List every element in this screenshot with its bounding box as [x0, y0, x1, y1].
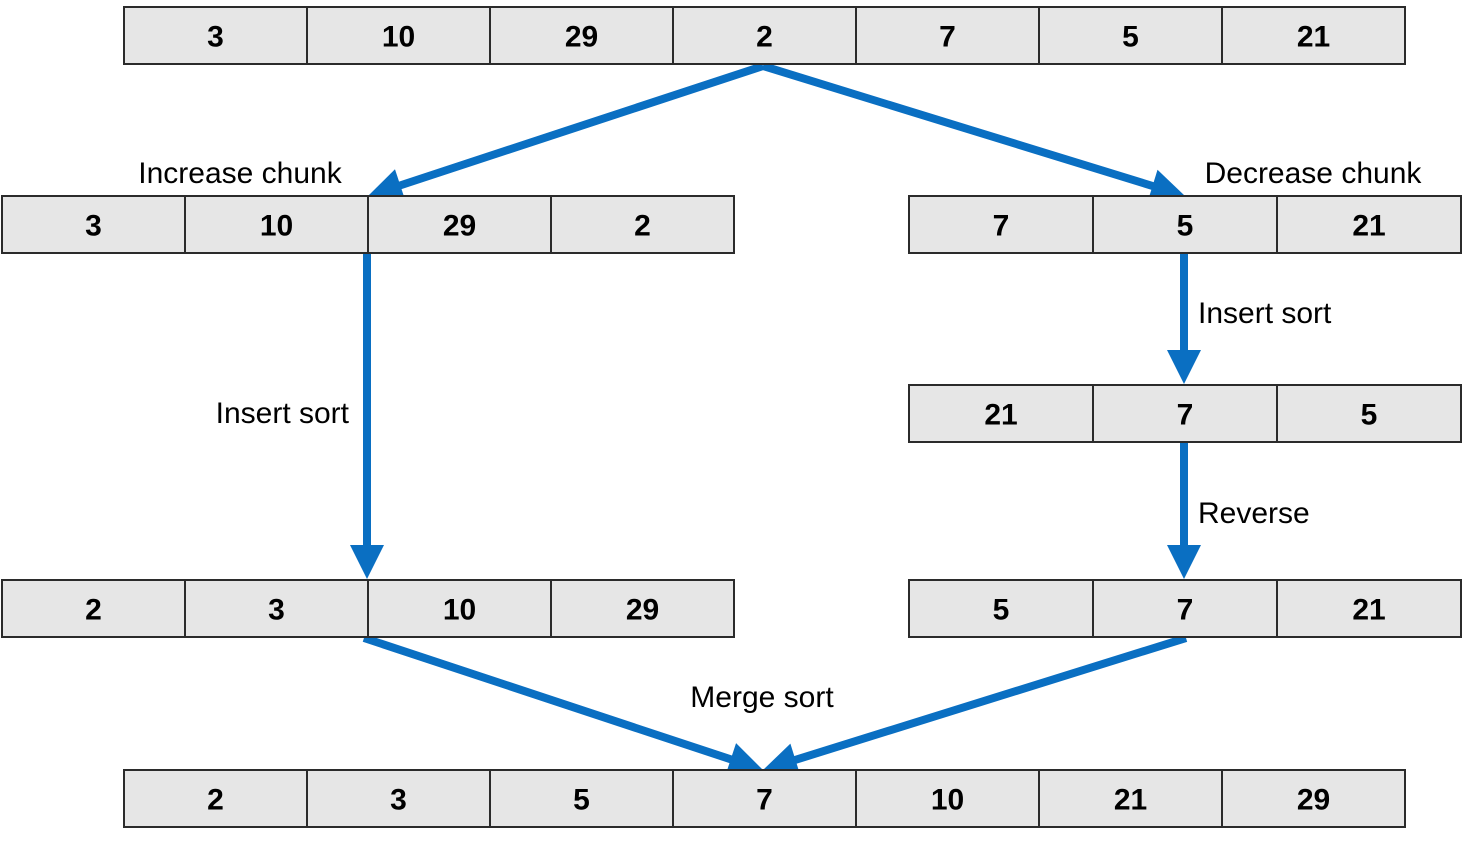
label-insert-sort-left: Insert sort	[216, 397, 350, 430]
array-cell	[1221, 6, 1406, 65]
array-cell	[1038, 769, 1223, 828]
array-cell-value: 3	[207, 21, 224, 54]
array-cell	[908, 195, 1094, 254]
array-cell-value: 7	[756, 784, 773, 817]
arrow-input-to-decrease	[761, 62, 1156, 191]
arrow-merge-right-head	[763, 743, 801, 777]
increase-sorted-array: 2 3 10 29	[1, 579, 735, 638]
array-cell-value: 5	[1361, 399, 1378, 432]
arrow-reverse-head	[1167, 545, 1201, 579]
array-cell-value: 3	[390, 784, 407, 817]
array-cell-value: 2	[207, 784, 224, 817]
array-cell-value: 29	[1297, 784, 1330, 817]
array-cell-value: 21	[1114, 784, 1147, 817]
array-cell	[550, 195, 735, 254]
label-reverse: Reverse	[1198, 497, 1310, 530]
decrease-reversed-array: 5 7 21	[908, 579, 1462, 638]
array-cell-value: 10	[931, 784, 964, 817]
array-cell-value: 21	[1297, 21, 1330, 54]
decrease-sorted-array: 21 7 5	[908, 384, 1462, 443]
array-cell-value: 7	[939, 21, 956, 54]
array-cell	[550, 579, 735, 638]
array-cell	[1092, 384, 1278, 443]
array-cell	[1092, 195, 1278, 254]
arrow-merge-left-head	[725, 743, 763, 776]
array-cell-value: 3	[268, 594, 285, 627]
increase-chunk-array: 3 10 29 2	[1, 195, 735, 254]
array-cell	[1221, 769, 1406, 828]
array-cell	[184, 579, 369, 638]
array-cell	[123, 6, 308, 65]
array-cell	[855, 769, 1040, 828]
arrow-input-to-decrease-head	[1147, 169, 1185, 203]
arrow-input-to-increase	[397, 62, 765, 190]
array-cell-value: 2	[756, 21, 773, 54]
array-cell	[489, 6, 674, 65]
array-cell-value: 29	[565, 21, 598, 54]
labels: Increase chunk Decrease chunk Insert sor…	[138, 157, 1422, 714]
arrow-input-to-increase-head	[368, 169, 406, 202]
label-merge-sort: Merge sort	[690, 681, 834, 714]
array-cell	[672, 6, 857, 65]
array-cell-value: 5	[1122, 21, 1139, 54]
output-array: 2 3 5 7 10 21 29	[123, 769, 1406, 828]
array-cell-value: 7	[1177, 399, 1194, 432]
array-cell-value: 10	[260, 210, 293, 243]
array-cell	[1276, 195, 1462, 254]
label-decrease-chunk: Decrease chunk	[1205, 157, 1423, 190]
input-array: 3 10 29 2 7 5 21	[123, 6, 1406, 65]
array-cell	[1092, 579, 1278, 638]
arrow-insert-sort-right-head	[1167, 350, 1201, 384]
array-cell-value: 3	[85, 210, 102, 243]
array-cell-value: 29	[443, 210, 476, 243]
array-cell	[123, 769, 308, 828]
array-cell-value: 10	[443, 594, 476, 627]
array-cell-value: 5	[1177, 210, 1194, 243]
array-cell-value: 7	[993, 210, 1010, 243]
array-cell-value: 21	[984, 399, 1017, 432]
arrow-merge-left	[362, 634, 734, 764]
array-cell-value: 5	[993, 594, 1010, 627]
decrease-chunk-array: 7 5 21	[908, 195, 1462, 254]
array-cell	[908, 579, 1094, 638]
array-cell	[489, 769, 674, 828]
array-cell-value: 21	[1352, 594, 1385, 627]
array-cell-value: 2	[634, 210, 651, 243]
arrows	[350, 62, 1201, 777]
array-cell	[184, 195, 369, 254]
array-cell	[367, 195, 552, 254]
array-cell	[1, 579, 186, 638]
array-cell	[1276, 579, 1462, 638]
arrow-merge-right	[792, 634, 1188, 765]
array-cell	[1276, 384, 1462, 443]
array-cell-value: 2	[85, 594, 102, 627]
array-cell	[672, 769, 857, 828]
array-cell-value: 7	[1177, 594, 1194, 627]
arrow-insert-sort-left-head	[350, 545, 384, 579]
array-cell-value: 21	[1352, 210, 1385, 243]
arrays: 3 10 29 2 7 5 21 3 10 29 2 7 5 21 21 7 5 2 3 10 29 5 7 21 2 3 5 7 10…	[1, 6, 1462, 828]
array-cell	[855, 6, 1040, 65]
array-cell-value: 10	[382, 21, 415, 54]
array-cell-value: 29	[626, 594, 659, 627]
label-insert-sort-right: Insert sort	[1198, 297, 1332, 330]
label-increase-chunk: Increase chunk	[138, 157, 342, 190]
array-cell-value: 5	[573, 784, 590, 817]
array-cell	[1038, 6, 1223, 65]
